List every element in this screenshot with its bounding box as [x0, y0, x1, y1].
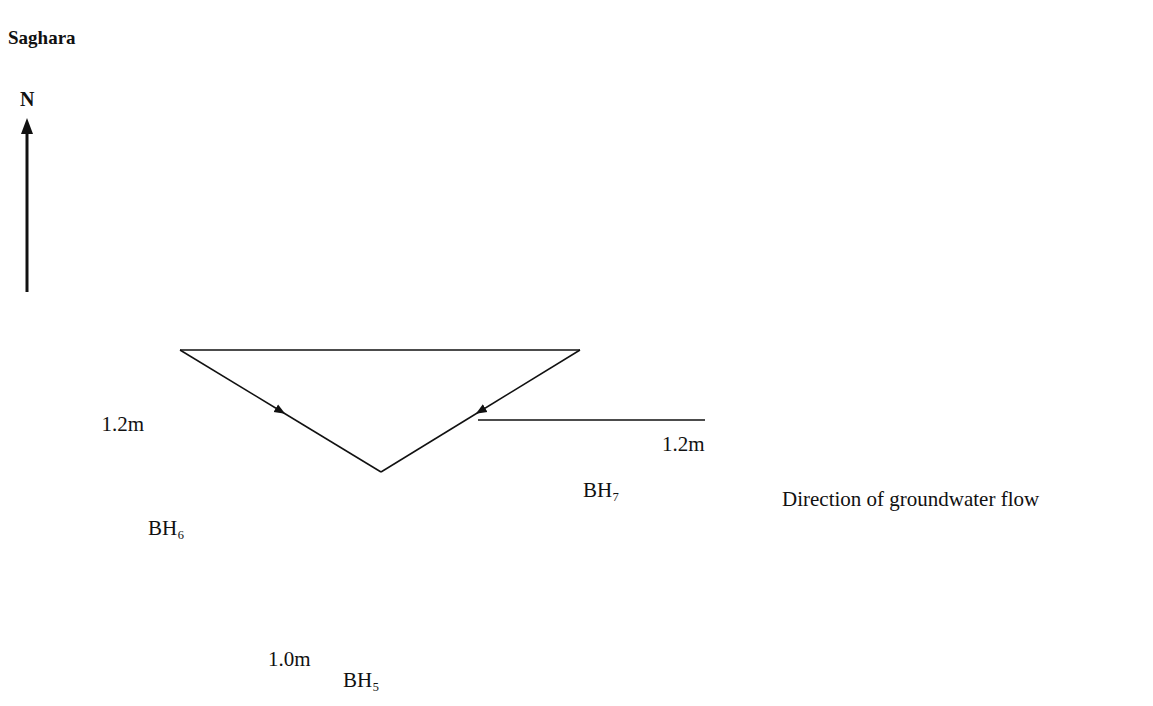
flow-line [381, 350, 580, 472]
flow-line [180, 350, 381, 472]
borehole-casing [349, 338, 414, 596]
meniscus [348, 462, 414, 472]
diagram-title: Saghara [8, 27, 76, 49]
borehole-label: BH₆ [148, 516, 185, 540]
leader-line [478, 419, 705, 421]
meniscus [548, 340, 612, 350]
borehole-casing [149, 215, 212, 464]
dimension-label: 1.2m [101, 412, 144, 436]
north-label: N [20, 88, 34, 111]
groundwater-fill [348, 462, 414, 597]
borehole-casing [549, 215, 612, 447]
borehole-label: BH₅ [343, 668, 380, 692]
flow-line [180, 349, 580, 351]
water-top [348, 462, 414, 463]
borehole-tube [148, 215, 212, 465]
dimension-label: 1.0m [268, 647, 311, 671]
borehole: BH₇ [548, 215, 612, 448]
dimension-label: 1.2m [662, 432, 705, 456]
borehole: BH₆ [148, 215, 212, 465]
borehole-label: BH₇ [583, 478, 620, 502]
borehole: BH₅ [348, 338, 414, 597]
north-arrow-head [21, 118, 33, 134]
note-label: Direction of groundwater flow [782, 487, 1039, 511]
meniscus [148, 340, 212, 350]
water-top [148, 340, 212, 341]
water-top [548, 340, 612, 341]
north-arrow-shaft [26, 130, 29, 292]
groundwater-fill [148, 340, 212, 465]
borehole-tube [548, 215, 612, 448]
groundwater-fill [548, 340, 612, 448]
borehole-tube [348, 338, 414, 597]
